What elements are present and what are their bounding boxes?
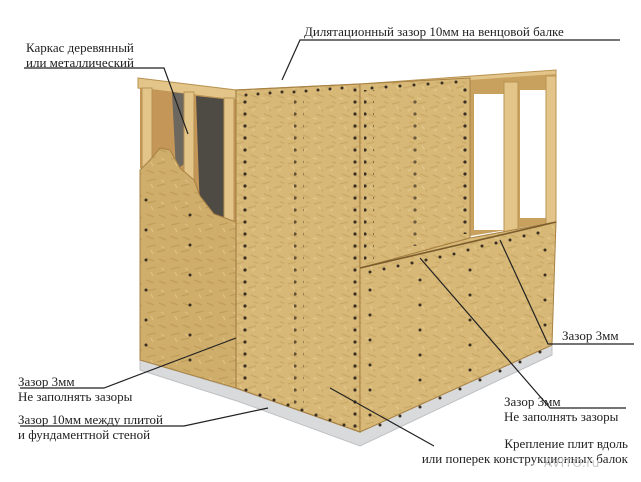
label-dilatation-gap: Дилятационный зазор 10мм на венцовой бал… xyxy=(304,24,564,39)
label-gap-right: Зазор 3мм xyxy=(562,328,619,343)
center-bottom-nails xyxy=(244,388,346,427)
right-window-opening xyxy=(520,90,546,218)
right-upper-nails-mid xyxy=(410,96,420,246)
right-upper-nails-left xyxy=(364,90,374,266)
leader-frame xyxy=(24,67,189,135)
stud xyxy=(503,81,519,233)
leader-gap-mid xyxy=(419,257,626,409)
center-panel-nails-mid xyxy=(294,98,304,408)
left-wall-nails xyxy=(144,198,192,362)
stud xyxy=(223,97,235,229)
leader-dilatation xyxy=(281,39,620,81)
leader-fastening xyxy=(329,387,435,447)
watermark-avito: AVITO.ru xyxy=(544,456,600,470)
center-panel-nails-right xyxy=(348,88,358,428)
leader-lines xyxy=(20,39,634,447)
right-lower-edge-nails xyxy=(368,231,547,427)
label-fastening: Крепление плит вдоль или поперек констру… xyxy=(421,436,628,466)
label-foundation-gap: Зазор 10мм между плитой и фундаментной с… xyxy=(18,412,164,442)
label-frame: Каркас деревянный или металлический xyxy=(26,40,134,70)
center-panel-nails-left xyxy=(238,92,248,388)
right-upper-top-nails xyxy=(370,80,458,90)
leader-gap-right xyxy=(499,239,634,345)
center-panel-top-nails xyxy=(244,86,344,97)
right-window-opening xyxy=(474,94,504,230)
left-window-opening xyxy=(196,96,232,222)
right-upper-nails-right xyxy=(458,84,468,234)
leader-foundation xyxy=(20,407,269,427)
leader-gap-left xyxy=(20,337,237,389)
label-gap-mid: Зазор 3мм Не заполнять зазоры xyxy=(504,394,619,424)
label-gap-left: Зазор 3мм Не заполнять зазоры xyxy=(18,374,133,404)
stud xyxy=(545,75,557,225)
left-wall-osb-panel xyxy=(139,147,237,389)
right-wall-horizontal-joint xyxy=(359,221,557,269)
